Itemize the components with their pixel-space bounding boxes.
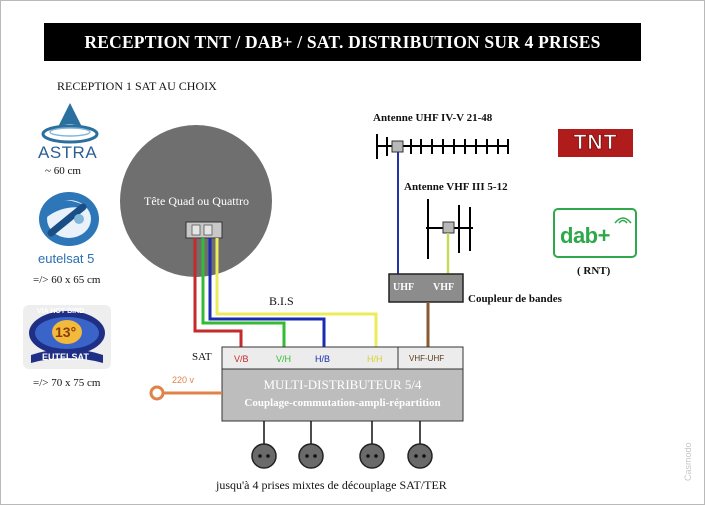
power-plug-icon	[149, 385, 165, 401]
hotbird-badge: 13°	[55, 324, 77, 340]
radio-wave-icon	[614, 217, 632, 224]
eutelsat5-name: eutelsat 5	[38, 251, 95, 266]
band-coupler	[388, 273, 464, 303]
diagram-title: RECEPTION TNT / DAB+ / SAT. DISTRIBUTION…	[84, 31, 601, 52]
satellite-dish	[120, 125, 272, 277]
cable-hh-yellow	[215, 238, 378, 347]
eutelsat5-logo: eutelsat 5	[25, 189, 115, 269]
watermark: Casmodo	[683, 442, 693, 481]
astra-dish-size: ~ 60 cm	[45, 165, 81, 177]
title-banner: RECEPTION TNT / DAB+ / SAT. DISTRIBUTION…	[44, 23, 641, 61]
input-hh: H/H	[367, 354, 383, 364]
lnb-port	[191, 224, 201, 236]
wall-outlet-icon	[407, 443, 433, 469]
bis-label: B.I.S	[269, 294, 294, 308]
eutelsat-emblem-icon	[39, 192, 99, 246]
cable-hb-blue	[208, 238, 326, 347]
coupler-vhf-label: VHF	[433, 282, 455, 293]
cable-vb-red	[193, 238, 243, 347]
hotbird-name: EUTELSAT	[42, 352, 89, 362]
wall-outlet-icon	[298, 443, 324, 469]
uhf-dipole-box	[391, 140, 404, 153]
power-label: 220 v	[172, 375, 195, 385]
sat-choice-label: RECEPTION 1 SAT AU CHOIX	[57, 79, 217, 93]
distributor-input-strip	[221, 346, 464, 370]
input-vh: V/H	[276, 354, 292, 364]
wall-outlet-icon	[359, 443, 385, 469]
lnb-port	[203, 224, 213, 236]
hotbird-logo: 13° VIA HOT BIRD EUTELSAT	[23, 305, 111, 369]
vhf-antenna-label: Antenne VHF III 5-12	[404, 181, 508, 193]
astra-name: ASTRA	[38, 143, 98, 162]
rnt-label: ( RNT)	[577, 265, 611, 277]
coupler-label: Coupleur de bandes	[468, 293, 562, 305]
eutelsat5-dish-size: =/> 60 x 65 cm	[33, 274, 101, 286]
distributor-subtitle: Couplage-commutation-ampli-répartition	[244, 397, 441, 409]
hotbird-emblem-icon	[29, 311, 105, 363]
dab-logo-text: dab+	[560, 223, 610, 248]
hotbird-dish-size: =/> 70 x 75 cm	[33, 377, 101, 389]
vhf-dipole-box	[442, 221, 455, 234]
tnt-logo: TNT	[558, 129, 633, 157]
dish-label: Tête Quad ou Quattro	[144, 194, 249, 208]
uhf-antenna-label: Antenne UHF IV-V 21-48	[373, 112, 493, 124]
input-vb: V/B	[234, 354, 249, 364]
cable-vh-green	[201, 238, 286, 347]
sat-label: SAT	[192, 351, 212, 363]
input-vhf-uhf: VHF-UHF	[409, 354, 445, 363]
coupler-uhf-label: UHF	[393, 282, 415, 293]
tnt-logo-text: TNT	[573, 131, 618, 155]
distributor-title: MULTI-DISTRIBUTEUR 5/4	[263, 377, 422, 392]
hotbird-ring-text: VIA HOT BIRD	[37, 308, 85, 315]
astra-logo: ASTRA	[31, 101, 109, 163]
dab-logo: dab+	[553, 208, 637, 258]
wall-outlet-icon	[251, 443, 277, 469]
input-hb: H/B	[315, 354, 331, 364]
outlets-caption: jusqu'à 4 prises mixtes de découplage SA…	[216, 478, 447, 492]
astra-emblem-icon	[41, 103, 99, 144]
